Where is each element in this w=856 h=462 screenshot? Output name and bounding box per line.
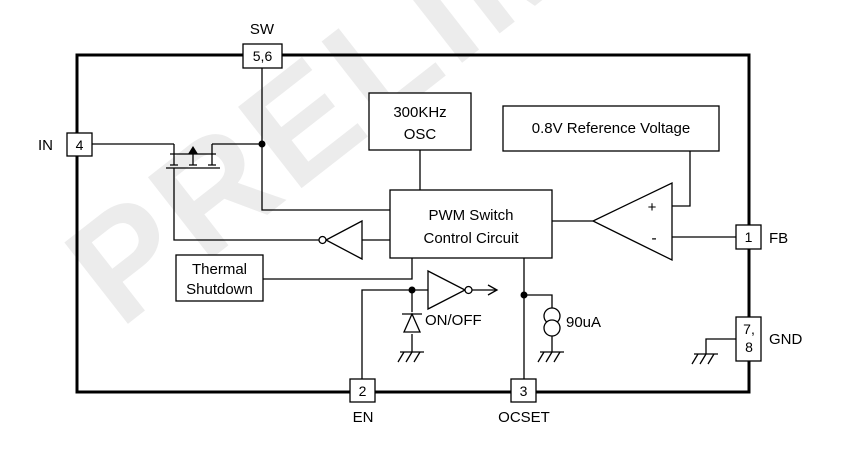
thermal-line2: Shutdown [186,281,253,298]
comparator-plus: + [648,199,657,216]
pin-en: 2 EN [349,378,376,426]
osc-block: 300KHz OSC [368,92,472,151]
osc-line2: OSC [404,126,437,143]
wire-vref [672,151,691,207]
pin-in: 4 IN [38,132,93,157]
pin-gnd-number-1: 7, [743,321,755,337]
junction-ocset [520,291,528,299]
current-source-label: 90uA [566,314,601,331]
thermal-line1: Thermal [192,261,247,278]
pin-gnd: 7, 8 GND [735,316,803,362]
watermark-text: PRELIMINARY [36,0,856,355]
pin-fb: 1 FB [735,224,788,250]
wire-thermal [263,258,413,280]
pwm-line2: Control Circuit [423,230,519,247]
en-inverter [427,269,499,311]
wires [92,68,736,379]
thermal-block: Thermal Shutdown [175,254,264,302]
pin-in-name: IN [38,137,53,154]
mosfet-icon [166,144,220,169]
pin-sw-name: SW [250,21,275,38]
pin-en-name: EN [353,409,374,426]
pwm-block: PWM Switch Control Circuit [389,189,553,259]
wire-gate [173,168,322,241]
comparator-minus: - [651,230,656,247]
pin-sw-number: 5,6 [253,48,273,64]
ground-icon-ocset [537,351,564,363]
junction-en [408,286,416,294]
pin-gnd-number-2: 8 [745,339,753,355]
vref-label: 0.8V Reference Voltage [532,120,690,137]
pin-ocset-number: 3 [520,383,528,399]
error-comparator: + - [591,181,673,262]
junction-sw [258,140,266,148]
en-on-off-label: ON/OFF [425,312,482,329]
chip-outline [75,53,751,394]
pin-en-number: 2 [359,383,367,399]
wire-ocset-source [524,294,553,308]
pwm-line1: PWM Switch [428,207,513,224]
wire-en [361,289,428,379]
osc-line1: 300KHz [393,104,446,121]
ground-icon-en [397,351,424,363]
vref-block: 0.8V Reference Voltage [502,105,720,152]
current-source-icon [543,307,561,337]
pin-in-number: 4 [76,137,84,153]
pin-ocset-name: OCSET [498,409,550,426]
wire-sw-pwm [261,144,390,211]
zener-diode-icon [402,312,422,333]
ground-icon-gnd [691,353,718,365]
pin-sw: 5,6 SW [242,21,283,69]
pin-gnd-name: GND [769,331,803,348]
pin-fb-name: FB [769,230,788,247]
wire-gnd [705,338,736,354]
gate-driver-buffer [318,219,363,261]
watermark: PRELIMINARY [36,0,856,355]
pin-ocset: 3 OCSET [498,378,550,426]
pin-fb-number: 1 [745,229,753,245]
